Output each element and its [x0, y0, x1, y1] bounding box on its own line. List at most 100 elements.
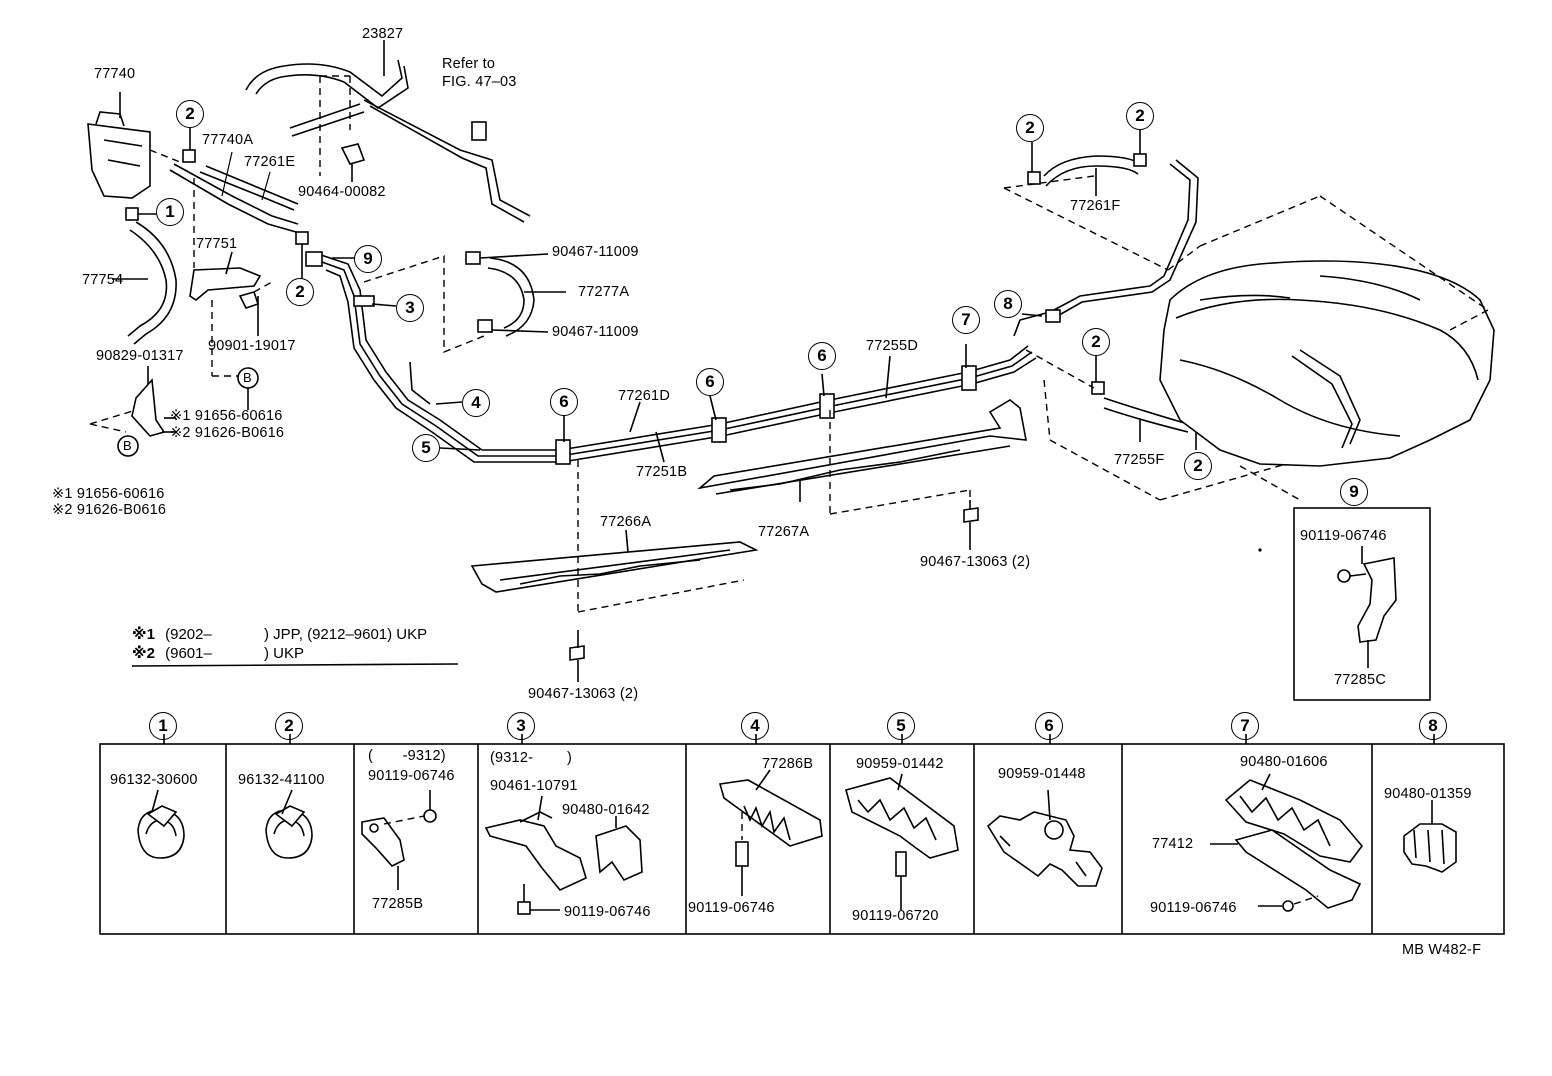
legend-line-1: ※1 (9202– ) JPP, (9212–9601) UKP [132, 626, 427, 644]
label-91626-a: ※2 91626-B0616 [170, 425, 285, 441]
cell-1-part: 96132-30600 [110, 772, 198, 788]
label-fig-ref: FIG. 47–03 [442, 74, 517, 90]
label-77261f: 77261F [1070, 198, 1121, 214]
protectors-77266a-77267a [470, 399, 1027, 682]
callout-1: 1 [156, 198, 184, 226]
label-b-2: B [123, 438, 132, 453]
label-77277a: 77277A [578, 284, 630, 300]
label-23827: 23827 [362, 26, 404, 42]
cell-3a-part-1: 90119-06746 [368, 768, 455, 784]
cell-3a-range: ( -9312) [368, 748, 446, 764]
callout-2-b: 2 [286, 278, 314, 306]
table-callout-6: 6 [1035, 712, 1063, 740]
table-callout-2: 2 [275, 712, 303, 740]
label-77267a: 77267A [758, 524, 810, 540]
label-90467-13063-right: 90467-13063 (2) [920, 554, 1031, 570]
label-77261e: 77261E [244, 154, 296, 170]
clip-90480-01359 [1403, 800, 1457, 873]
legend-rule [131, 663, 459, 667]
cell-5-part-2: 90119-06720 [852, 908, 939, 924]
table-callout-1: 1 [149, 712, 177, 740]
label-refer-to: Refer to [442, 56, 496, 72]
callout-2-a: 2 [176, 100, 204, 128]
label-77251b: 77251B [636, 464, 688, 480]
cell-3b-part-3: 90119-06746 [564, 904, 651, 920]
cell-4-part-1: 77286B [762, 756, 814, 772]
legend-2-end: ) UKP [264, 645, 305, 662]
cell-7-part-2: 77412 [1152, 836, 1194, 852]
label-91656-b: ※1 91656-60616 [52, 486, 165, 502]
label-90467-13063-left: 90467-13063 (2) [528, 686, 639, 702]
clip-96132-41100 [265, 789, 313, 859]
label-90464-00082: 90464-00082 [298, 184, 386, 200]
legend-2-mark: ※2 [132, 645, 155, 662]
legend-1-end: ) JPP, (9212–9601) UKP [264, 626, 428, 643]
bracket-90829 [89, 366, 259, 457]
callout-9-inset: 9 [1340, 478, 1368, 506]
hose-23827 [245, 40, 531, 223]
bracket-77285b [361, 790, 437, 890]
label-77740a: 77740A [202, 132, 254, 148]
label-91656-a: ※1 91656-60616 [170, 408, 283, 424]
callout-9: 9 [354, 245, 382, 273]
table-callout-7: 7 [1231, 712, 1259, 740]
callout-3: 3 [396, 294, 424, 322]
cell-6-part-1: 90959-01448 [998, 766, 1086, 782]
label-77285c: 77285C [1334, 672, 1386, 688]
label-91626-b: ※2 91626-B0616 [52, 502, 167, 518]
callout-6-c: 6 [808, 342, 836, 370]
footer-code: MB W482-F [1402, 942, 1482, 958]
bracket-90461-10791 [484, 795, 643, 915]
hoses-77740a-77261e [169, 128, 309, 280]
label-90119-06746-inset: 90119-06746 [1300, 528, 1387, 544]
label-90901-19017: 90901-19017 [208, 338, 296, 354]
label-90829-01317: 90829-01317 [96, 348, 184, 364]
clip-77286b [718, 769, 823, 896]
cell-3b-range: (9312- ) [490, 750, 572, 766]
callout-2-f: 2 [1184, 452, 1212, 480]
clip-90959-01442 [845, 773, 959, 910]
cell-7-part-3: 90119-06746 [1150, 900, 1237, 916]
cell-4-part-2: 90119-06746 [688, 900, 775, 916]
cell-2-part: 96132-41100 [238, 772, 325, 788]
label-77261d: 77261D [618, 388, 670, 404]
clip-90480-01606-77412 [1210, 773, 1364, 912]
cell-8-part-1: 90480-01359 [1384, 786, 1472, 802]
inset-9-box [1293, 507, 1431, 701]
hose-77754-bracket-77751 [112, 178, 273, 377]
legend-line-2: ※2 (9601– ) UKP [132, 645, 304, 663]
label-77754: 77754 [82, 272, 124, 288]
callout-6-a: 6 [550, 388, 578, 416]
table-callout-4: 4 [741, 712, 769, 740]
fuel-tank [1159, 195, 1495, 552]
callout-5: 5 [412, 434, 440, 462]
callout-2-c: 2 [1016, 114, 1044, 142]
callout-6-b: 6 [696, 368, 724, 396]
label-77751: 77751 [196, 236, 238, 252]
cell-3a-part-2: 77285B [372, 896, 424, 912]
cell-5-part-1: 90959-01442 [856, 756, 944, 772]
table-callout-8: 8 [1419, 712, 1447, 740]
callout-2-d: 2 [1126, 102, 1154, 130]
legend-1-start: (9202– [165, 626, 212, 643]
callout-8: 8 [994, 290, 1022, 318]
label-90467-11009-bot: 90467-11009 [552, 324, 639, 340]
callout-4: 4 [462, 389, 490, 417]
label-77255f: 77255F [1114, 452, 1165, 468]
hose-77277a [363, 251, 566, 354]
callout-2-e: 2 [1082, 328, 1110, 356]
table-callout-3: 3 [507, 712, 535, 740]
cell-3b-part-1: 90461-10791 [490, 778, 578, 794]
clip-90959-01448 [986, 789, 1103, 887]
label-90467-11009-top: 90467-11009 [552, 244, 639, 260]
reservoir-77740 [87, 92, 181, 199]
main-fuel-lines [305, 159, 1199, 465]
label-b-1: B [243, 370, 252, 385]
label-77255d: 77255D [866, 338, 918, 354]
cell-3b-part-2: 90480-01642 [562, 802, 650, 818]
legend-2-start: (9601– [165, 645, 212, 662]
label-77740: 77740 [94, 66, 136, 82]
label-77266a: 77266A [600, 514, 652, 530]
legend-1-mark: ※1 [132, 626, 155, 643]
